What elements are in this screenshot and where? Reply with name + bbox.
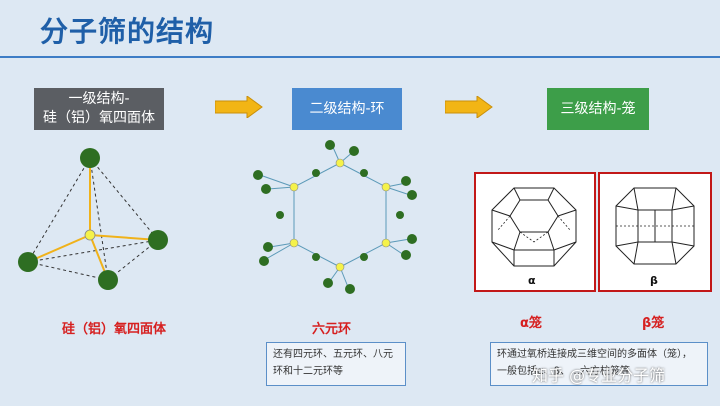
stage-primary-structure: 一级结构- 硅（铝）氧四面体 bbox=[34, 88, 164, 130]
stage-secondary-structure: 二级结构-环 bbox=[292, 88, 402, 130]
caption-six-ring: 六元环 bbox=[312, 322, 352, 337]
alpha-cage-panel: α bbox=[474, 172, 596, 292]
watermark: 知乎 @专业分子筛 bbox=[532, 366, 666, 385]
page-title: 分子筛的结构 bbox=[40, 15, 215, 48]
arrow-right-icon bbox=[445, 96, 493, 118]
caption-tetrahedron: 硅（铝）氧四面体 bbox=[62, 322, 167, 337]
silicon-atom bbox=[84, 229, 96, 241]
beta-cage-diagram bbox=[615, 187, 695, 265]
stage-tertiary-structure: 三级结构-笼 bbox=[547, 88, 649, 130]
beta-cage-panel: β bbox=[598, 172, 712, 292]
oxygen-atom bbox=[18, 252, 38, 272]
caption-alpha-cage: α笼 bbox=[520, 316, 542, 331]
oxygen-atom bbox=[80, 148, 100, 168]
title-divider bbox=[0, 56, 720, 58]
tetrahedron-diagram bbox=[18, 148, 168, 290]
arrow-right-icon bbox=[215, 96, 263, 118]
caption-beta-cage: β笼 bbox=[642, 316, 665, 331]
beta-symbol: β bbox=[650, 274, 658, 287]
ring-note: 还有四元环、五元环、八元环和十二元环等 bbox=[266, 342, 406, 386]
alpha-symbol: α bbox=[528, 274, 536, 287]
cage-note: 环通过氧桥连接成三维空间的多面体（笼），一般包括α、β、…六方柱笼等 bbox=[490, 342, 708, 386]
oxygen-atom bbox=[98, 270, 118, 290]
alpha-cage-diagram bbox=[491, 187, 577, 267]
six-ring-diagram bbox=[253, 140, 417, 294]
oxygen-atom bbox=[148, 230, 168, 250]
